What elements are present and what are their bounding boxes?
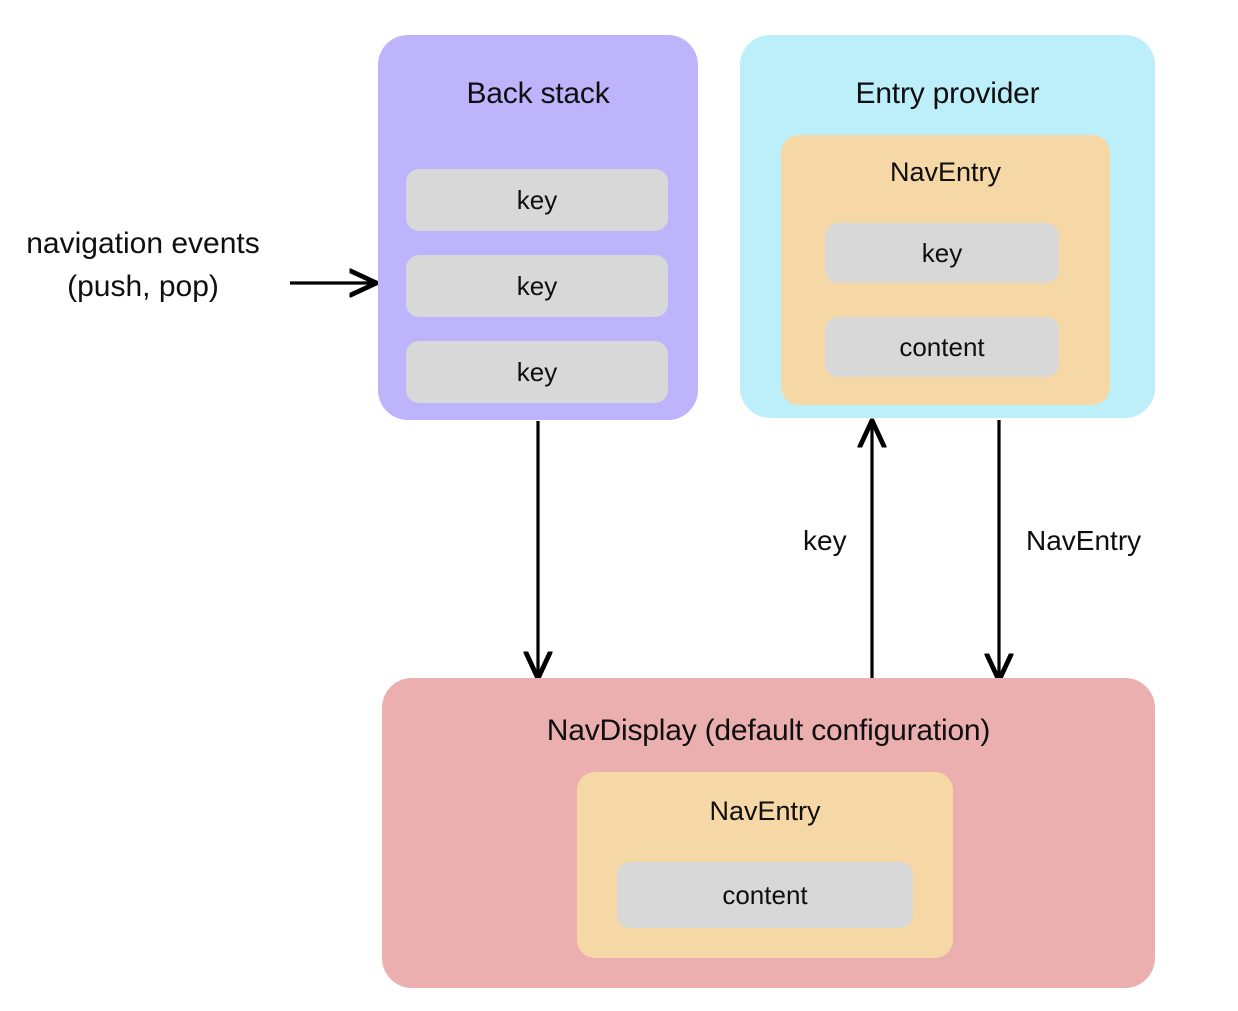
nav-display-nav-entry-card[interactable]: NavEntry content (577, 772, 953, 958)
entry-provider-container[interactable]: Entry provider NavEntry key content (740, 35, 1155, 418)
nav-display-container[interactable]: NavDisplay (default configuration) NavEn… (382, 678, 1155, 988)
nav-entry-content-pill[interactable]: content (825, 317, 1059, 377)
back-stack-key-pill[interactable]: key (406, 169, 668, 231)
nav-entry-content-pill[interactable]: content (617, 862, 913, 928)
back-stack-key-pill[interactable]: key (406, 341, 668, 403)
navigation-events-line-1: navigation events (26, 227, 260, 260)
navigation-events-line-2: (push, pop) (67, 270, 219, 303)
back-stack-container[interactable]: Back stack key key key (378, 35, 698, 420)
nav-entry-title: NavEntry (709, 796, 821, 826)
nav-entry-key-pill[interactable]: key (825, 223, 1059, 283)
back-stack-key-pill[interactable]: key (406, 255, 668, 317)
nav-entry-title: NavEntry (889, 157, 1002, 187)
entry-provider-title: Entry provider (855, 77, 1040, 110)
back-stack-title: Back stack (466, 77, 610, 110)
entry-provider-nav-entry-card[interactable]: NavEntry key content (781, 135, 1110, 405)
edge-label-naventry: NavEntry (1026, 525, 1142, 556)
edge-label-key: key (803, 525, 847, 556)
nav-display-title: NavDisplay (default configuration) (546, 714, 991, 747)
navigation-events-label: navigation events (push, pop) (8, 222, 278, 308)
